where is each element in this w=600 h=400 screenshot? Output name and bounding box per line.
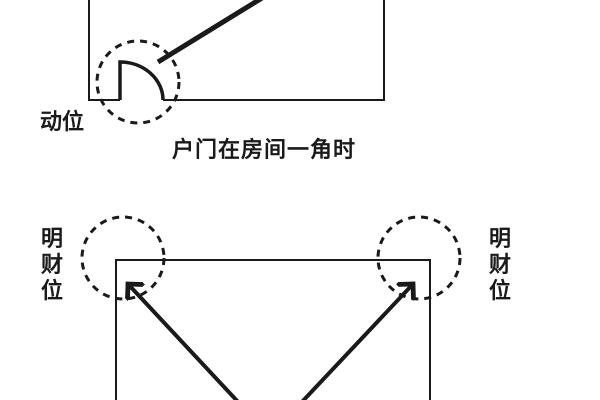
top-caption: 户门在房间一角时: [172, 137, 357, 163]
wealth-position-label-right: 明财位: [488, 226, 511, 304]
top-room: [88, 0, 385, 125]
door-swing-icon: [118, 60, 165, 101]
dynamic-position-circle: [95, 39, 181, 125]
diagonal-line: [156, 0, 264, 65]
wealth-position-circle-left: [80, 215, 166, 301]
wealth-position-label-left: 明财位: [40, 226, 63, 304]
wealth-position-circle-right: [376, 215, 462, 301]
dynamic-position-label: 动位: [40, 109, 85, 135]
arrow-left: [128, 284, 240, 400]
bottom-room: [80, 215, 462, 400]
arrow-right: [301, 284, 413, 400]
